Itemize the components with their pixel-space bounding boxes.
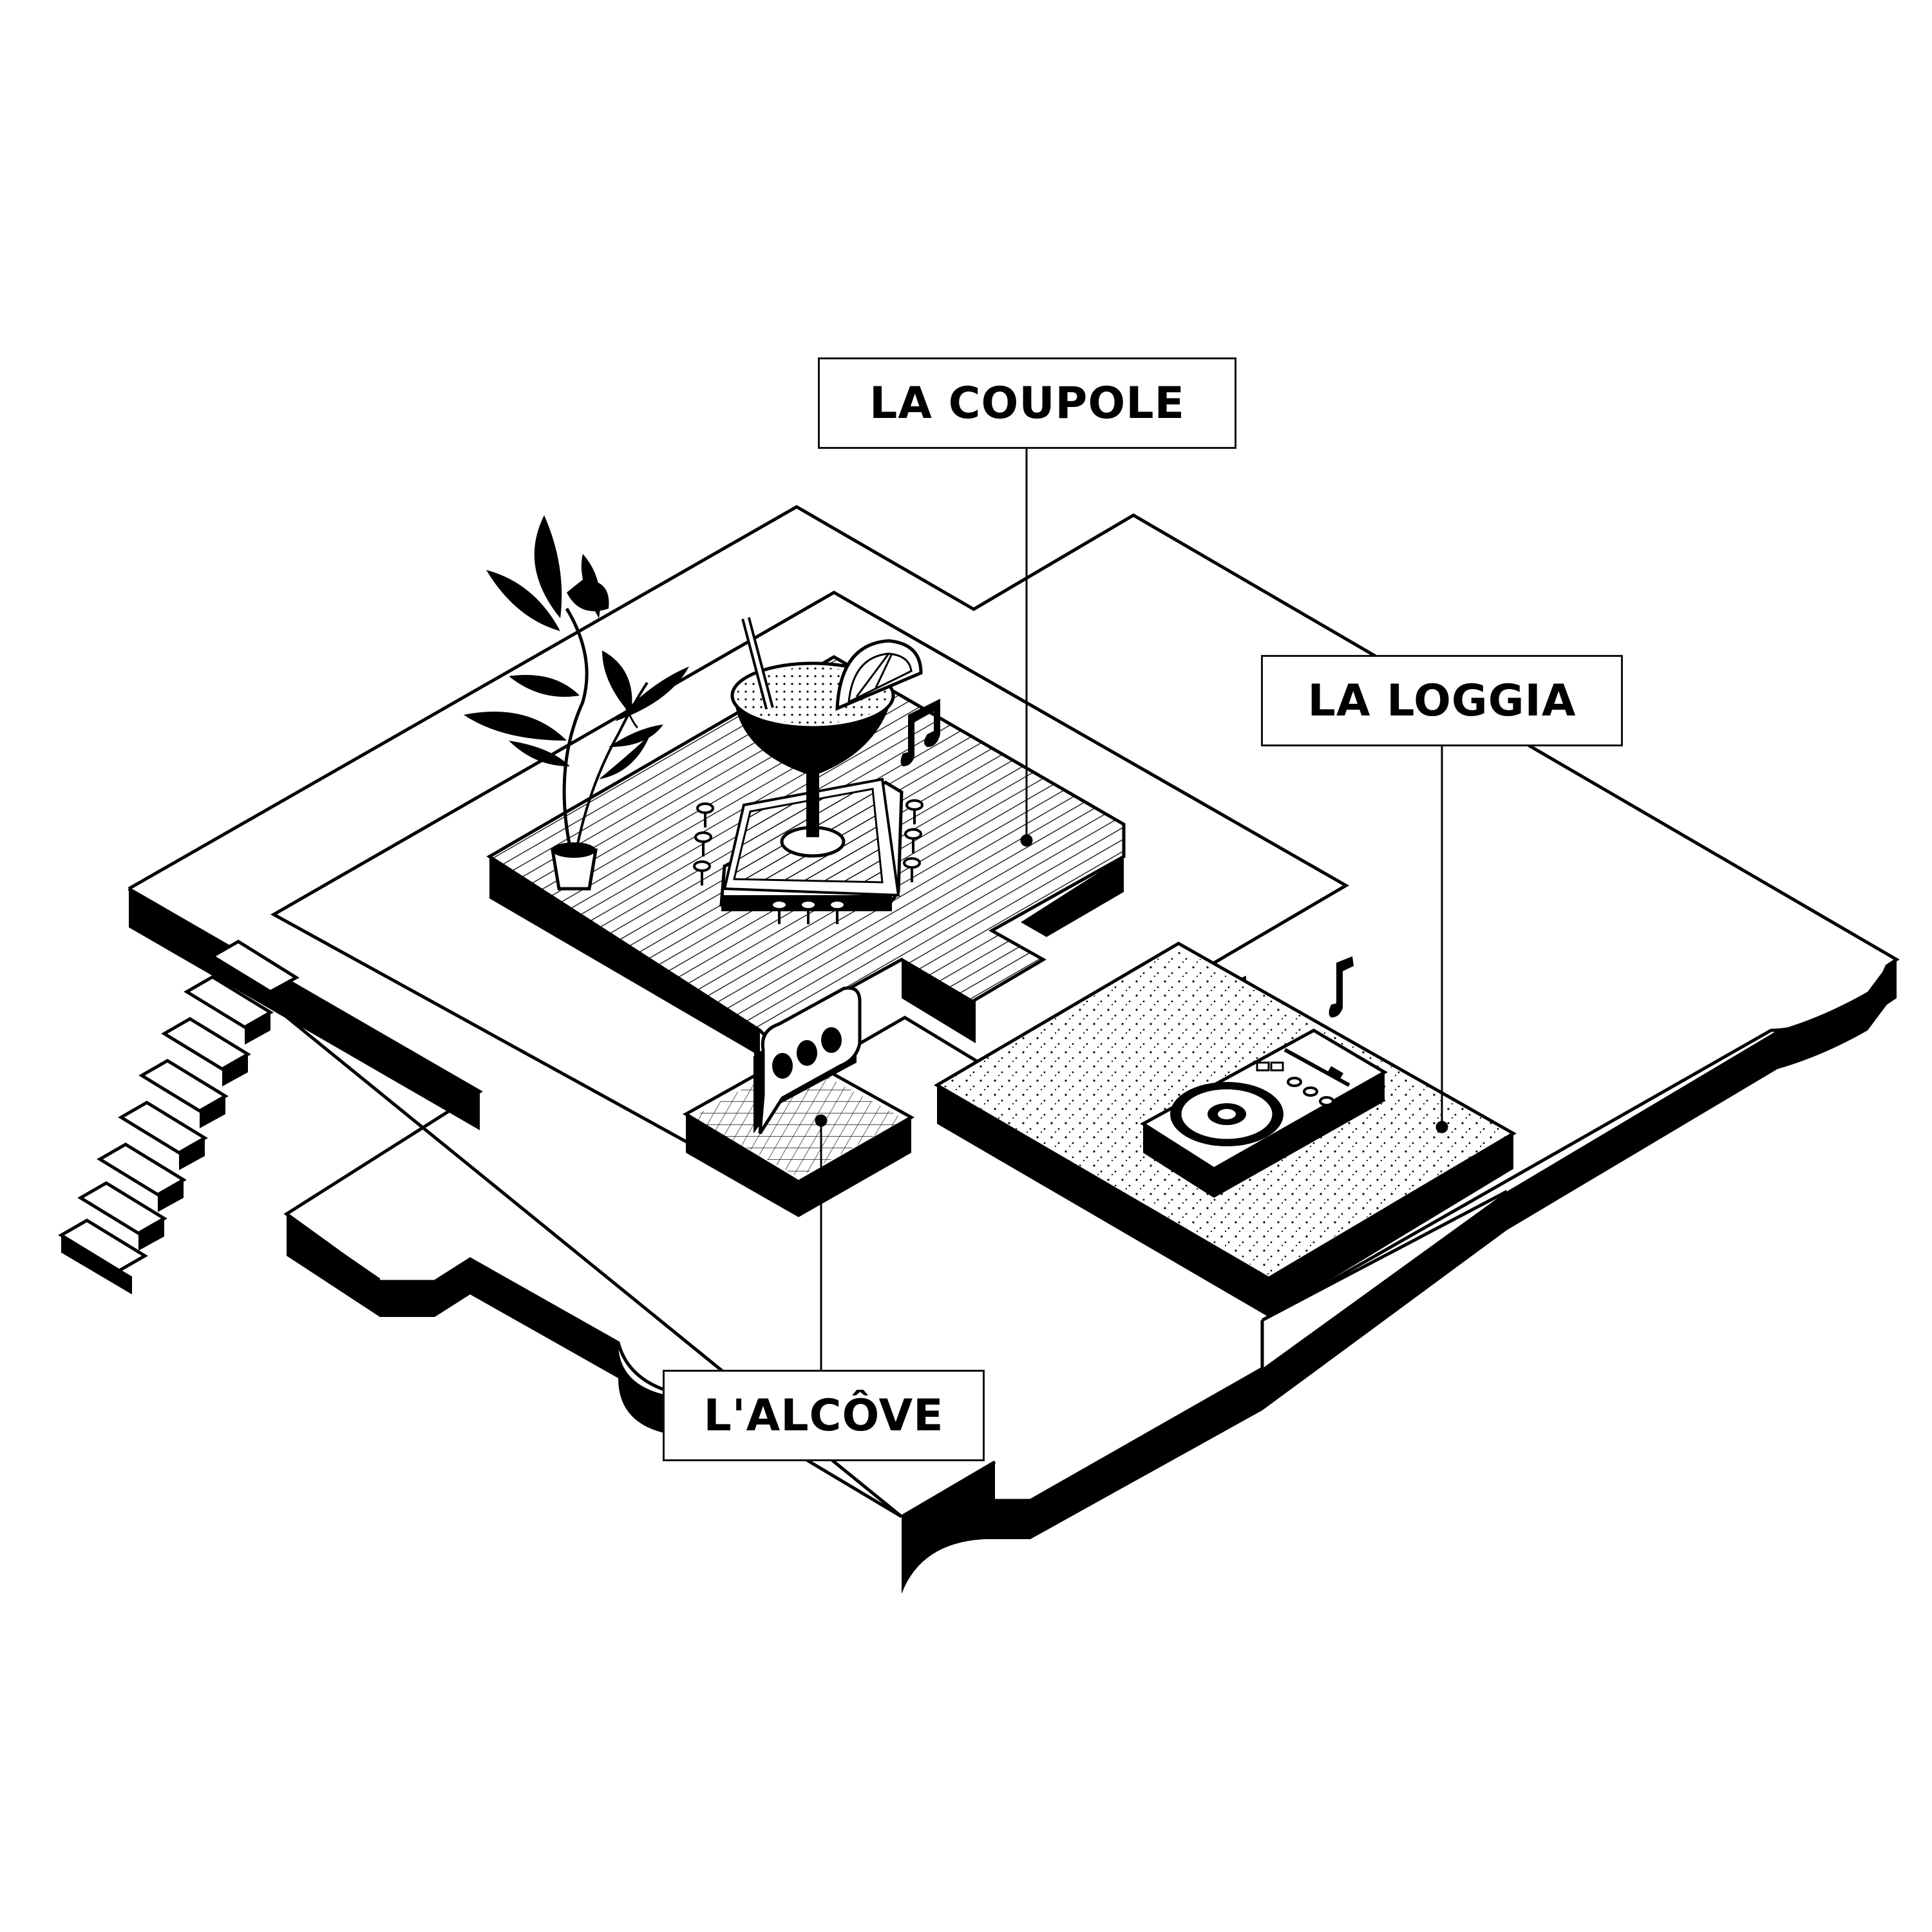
leader-lines [815, 449, 1448, 1370]
zone-label-text: LA COUPOLE [869, 377, 1185, 429]
outer-floor [128, 505, 1900, 1594]
turntable-icon [1140, 1028, 1388, 1198]
speech-bubble-icon [753, 986, 862, 1135]
zone-label-text: LA LOGGIA [1307, 675, 1577, 726]
zone-label-loggia: LA LOGGIA [1261, 655, 1623, 746]
plant-icon [464, 515, 689, 891]
music-note-icon [1329, 956, 1354, 1018]
zone-label-text: L'ALCÔVE [703, 1390, 944, 1441]
music-note-icon [900, 699, 940, 766]
bar-stools [693, 799, 923, 924]
staircase-icon [58, 940, 299, 1294]
zone-label-alcove: L'ALCÔVE [663, 1370, 985, 1461]
zone-label-coupole: LA COUPOLE [818, 357, 1236, 449]
cocktail-glass-icon [730, 617, 923, 858]
alcove-platform [683, 1051, 915, 1217]
